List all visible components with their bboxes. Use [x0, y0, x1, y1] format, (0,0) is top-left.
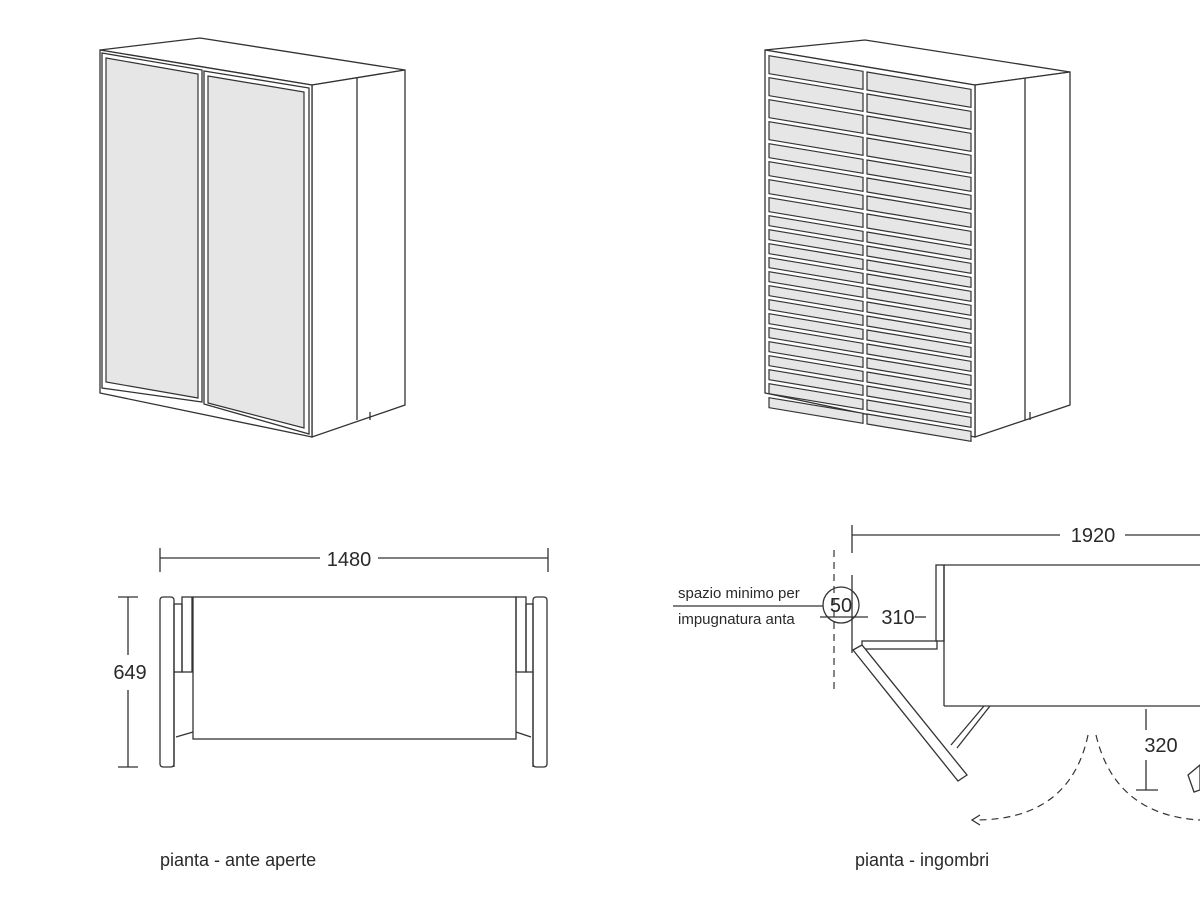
door-slat — [768, 270, 864, 299]
door-slat — [768, 312, 864, 341]
door-slat — [866, 371, 972, 401]
left-door-panel — [105, 57, 199, 399]
door-slat — [866, 287, 972, 317]
depth-dimension-649: 649 — [113, 662, 146, 684]
door-slat — [768, 298, 864, 327]
caption-plan-open: pianta - ante aperte — [160, 850, 316, 870]
width-dimension-1480: 1480 — [327, 549, 372, 571]
door-slat — [866, 343, 972, 373]
right-door-panel — [207, 75, 305, 429]
door-slat — [768, 142, 864, 175]
door-slat — [768, 354, 864, 383]
door-slat — [866, 115, 972, 153]
door-slat — [768, 396, 864, 425]
note-line-1: spazio minimo per — [678, 585, 800, 602]
door-slat — [866, 315, 972, 345]
door-slat — [866, 301, 972, 331]
door-slat — [768, 178, 864, 211]
door-slat — [768, 196, 864, 229]
note-line-2: impugnatura anta — [678, 611, 795, 628]
door-slat — [866, 329, 972, 359]
door-slat — [866, 259, 972, 289]
plan-clearances: 1920 50 310 320 spazio minimo per impugn… — [673, 525, 1200, 870]
wardrobe-slatted-doors-iso — [764, 39, 1071, 443]
door-slat — [866, 213, 972, 247]
door-slat — [866, 71, 972, 109]
door-slat — [768, 98, 864, 135]
door-slat — [768, 256, 864, 285]
door-offset-310: 310 — [881, 607, 914, 629]
caption-plan-clearance: pianta - ingombri — [855, 850, 989, 870]
door-slat — [866, 273, 972, 303]
door-slat — [768, 160, 864, 193]
door-slat — [768, 284, 864, 313]
door-slat — [866, 413, 972, 443]
handle-space-50: 50 — [830, 595, 852, 617]
door-slat — [866, 245, 972, 275]
door-slat — [768, 326, 864, 355]
door-slat — [768, 76, 864, 113]
door-slat — [768, 340, 864, 369]
door-slat — [768, 228, 864, 257]
plan-doors-open: 1480 649 pianta - ante aperte — [113, 548, 549, 870]
door-slat — [866, 385, 972, 415]
door-slat — [768, 382, 864, 411]
door-slat — [768, 54, 864, 91]
door-slat — [866, 195, 972, 229]
door-slat — [866, 177, 972, 211]
door-slat — [866, 231, 972, 261]
wardrobe-glass-doors-iso — [99, 37, 406, 438]
door-slat — [768, 120, 864, 157]
door-slat — [866, 159, 972, 193]
width-dimension-1920: 1920 — [1071, 525, 1116, 547]
door-slat — [866, 357, 972, 387]
door-slat — [866, 399, 972, 429]
door-slat — [768, 368, 864, 397]
door-projection-320: 320 — [1144, 735, 1177, 757]
door-slat — [866, 137, 972, 175]
door-slat — [768, 242, 864, 271]
door-slat — [866, 93, 972, 131]
door-slat — [768, 214, 864, 243]
